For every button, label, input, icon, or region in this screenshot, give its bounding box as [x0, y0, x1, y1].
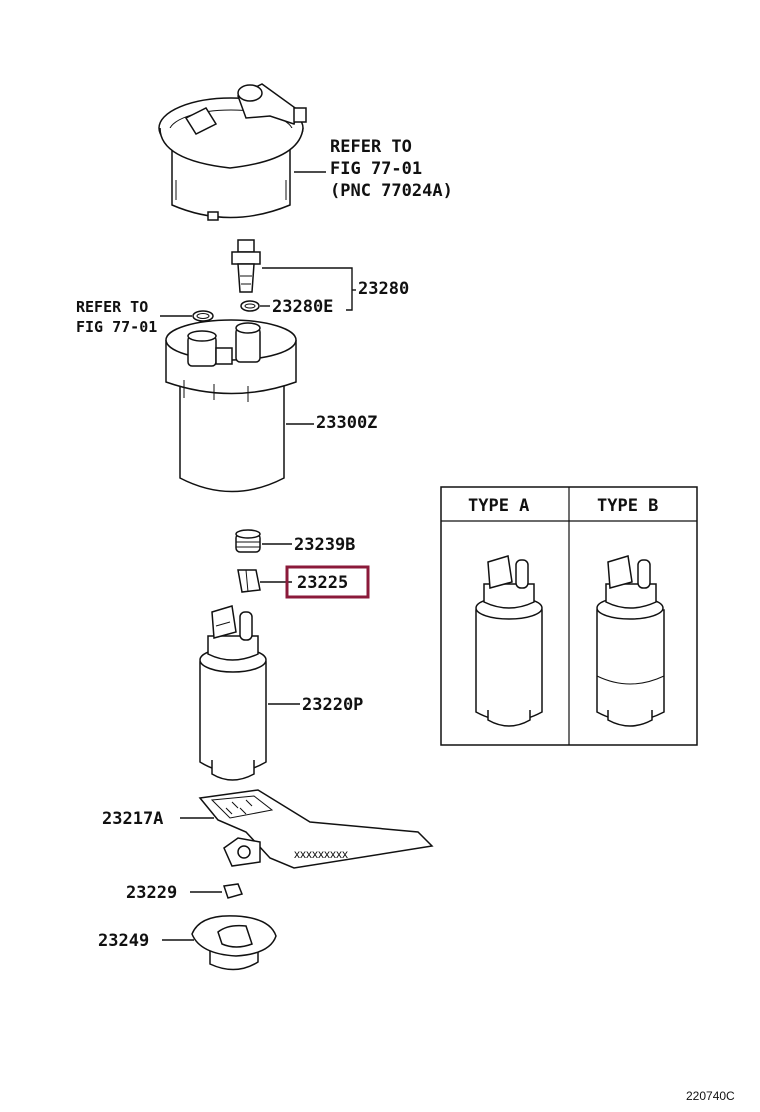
- part-label-23220p: 23220P: [302, 695, 363, 715]
- fuel-filter-23300z[interactable]: [165, 319, 297, 493]
- figure-id: 220740C: [686, 1089, 735, 1103]
- part-label-23229: 23229: [126, 883, 177, 903]
- filter-cap-assembly[interactable]: [158, 83, 307, 221]
- grommet-23239b[interactable]: [235, 529, 261, 553]
- valve-part-23280[interactable]: [231, 239, 261, 293]
- strainer-hatch-marks: xxxxxxxxx: [294, 847, 348, 861]
- o-ring-23280e[interactable]: [240, 300, 260, 312]
- refer-top-line1: REFER TO: [330, 137, 412, 157]
- part-label-23225[interactable]: 23225: [297, 573, 348, 593]
- refer-left-line1: REFER TO: [76, 298, 148, 316]
- part-label-23280e: 23280E: [272, 297, 333, 317]
- part-label-23280: 23280: [358, 279, 409, 299]
- fuel-pump-23220p[interactable]: [199, 605, 267, 781]
- nut-23229[interactable]: [223, 883, 244, 899]
- highlight-box-23225: [285, 565, 370, 599]
- type-b-header: TYPE B: [597, 496, 658, 516]
- part-label-23239b: 23239B: [294, 535, 355, 555]
- refer-left-line2: FIG 77-01: [76, 318, 157, 336]
- type-a-header: TYPE A: [468, 496, 529, 516]
- type-a-pump[interactable]: [475, 555, 543, 727]
- part-label-23217a: 23217A: [102, 809, 163, 829]
- part-label-23249: 23249: [98, 931, 149, 951]
- type-b-pump[interactable]: [596, 555, 665, 727]
- retainer-23249[interactable]: [191, 915, 277, 971]
- strainer-23217a[interactable]: xxxxxxxxx: [198, 789, 434, 869]
- part-label-23300z: 23300Z: [316, 413, 377, 433]
- cushion-23225[interactable]: [237, 569, 261, 593]
- refer-top-line3: (PNC 77024A): [330, 181, 453, 201]
- o-ring-left[interactable]: [192, 310, 214, 322]
- refer-top-line2: FIG 77-01: [330, 159, 422, 179]
